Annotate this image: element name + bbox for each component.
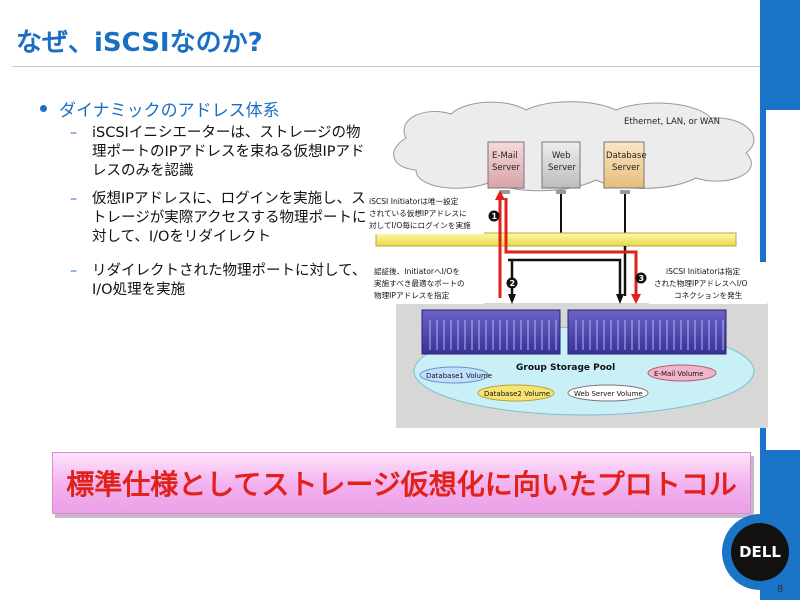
svg-text:Server: Server — [548, 163, 576, 173]
note-3: iSCSI Initiatorは指定 された物理IPアドレスへI/O コネクショ… — [654, 266, 750, 300]
dell-logo-text: DELL — [731, 523, 789, 581]
banner-text: 標準仕様としてストレージ仮想化に向いたプロトコル — [66, 468, 737, 501]
step-2: 2 — [510, 279, 516, 288]
dash-icon: – — [70, 263, 78, 279]
network-bus — [375, 232, 737, 247]
sub-bullet-2: – 仮想IPアドレスに、ログインを実施し、ストレージが実際アクセスする物理ポート… — [70, 190, 370, 247]
step-3: 3 — [639, 274, 645, 283]
note-1: iSCSI Initiatorは唯一設定 されている仮想IPアドレスに 対してI… — [369, 196, 471, 230]
cloud-label: Ethernet, LAN, or WAN — [624, 117, 720, 127]
slide-title: なぜ、iSCSIなのか? — [16, 28, 263, 58]
email-server-icon — [487, 141, 525, 189]
sub-bullet-3: – リダイレクトされた物理ポートに対して、I/O処理を実施 — [70, 262, 370, 300]
protocol-banner: 標準仕様としてストレージ仮想化に向いたプロトコル — [52, 452, 751, 514]
svg-text:E-Mail: E-Mail — [492, 151, 518, 161]
bullet-dot-icon — [40, 105, 47, 112]
title-divider — [12, 66, 760, 67]
volume-database1: Database1 Volume — [426, 372, 492, 380]
volume-email: E-Mail Volume — [654, 370, 703, 378]
sub-bullet-1: – iSCSIイニシエーターは、ストレージの物理ポートのIPアドレスを束ねる仮想… — [70, 124, 370, 181]
sub-bullet-text: iSCSIイニシエーターは、ストレージの物理ポートのIPアドレスを束ねる仮想IP… — [92, 125, 365, 179]
storage-array-right — [567, 309, 727, 355]
volume-web: Web Server Volume — [574, 390, 643, 398]
svg-text:Server: Server — [612, 163, 640, 173]
svg-text:Web: Web — [552, 151, 571, 161]
step-1: 1 — [492, 212, 498, 221]
note-2: 認証後、InitiatorへI/Oを 実施すべき最適なポートの 物理IPアドレス… — [374, 266, 467, 300]
main-bullet-text: ダイナミックのアドレス体系 — [59, 101, 280, 121]
main-bullet: ダイナミックのアドレス体系 — [40, 96, 280, 121]
sub-bullet-text: リダイレクトされた物理ポートに対して、I/O処理を実施 — [92, 263, 367, 298]
storage-array-left — [421, 309, 561, 355]
pool-label: Group Storage Pool — [516, 363, 615, 373]
dash-icon: – — [70, 191, 78, 207]
dell-logo: DELL — [722, 514, 798, 590]
database-server-icon — [603, 141, 645, 189]
web-server-icon — [541, 141, 581, 189]
svg-text:Database: Database — [606, 151, 647, 161]
right-bar-gap — [766, 110, 800, 450]
sub-bullet-text: 仮想IPアドレスに、ログインを実施し、ストレージが実際アクセスする物理ポートに対… — [92, 191, 367, 245]
page-number: 8 — [777, 584, 784, 595]
volume-database2: Database2 Volume — [484, 390, 550, 398]
dash-icon: – — [70, 125, 78, 141]
iscsi-diagram: Ethernet, LAN, or WAN E-Mail Server Web … — [366, 101, 768, 428]
svg-text:Server: Server — [492, 163, 520, 173]
